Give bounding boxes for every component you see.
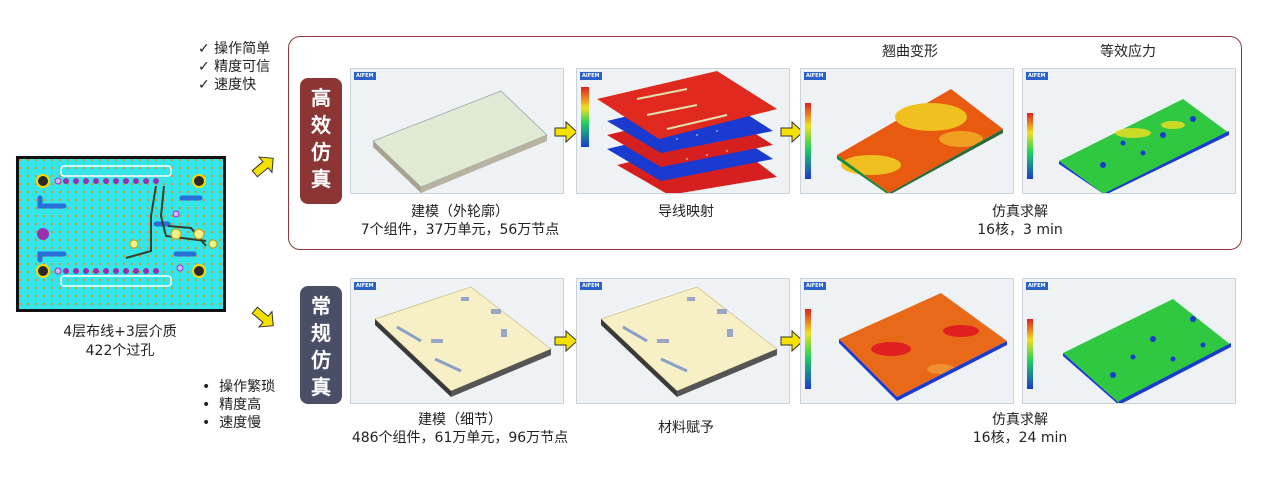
board-caption-line2: 422个过孔 bbox=[85, 343, 155, 359]
warp-title: 翘曲变形 bbox=[882, 44, 938, 60]
conv-result-caption-line2: 16核，24 min bbox=[972, 430, 1068, 446]
trace-mapping-view: AIFEM bbox=[576, 68, 790, 194]
bullet-item: ✓ 操作简单 bbox=[198, 41, 271, 57]
board-caption-line1: 4层布线+3层介质 bbox=[63, 324, 177, 340]
conventional-stress-view: AIFEM bbox=[1022, 278, 1236, 404]
conventional-badge: 常 规 仿 真 bbox=[300, 286, 342, 404]
pcb-board-image bbox=[16, 156, 226, 312]
arrow-step bbox=[554, 120, 578, 147]
eff-step1-caption-line1: 建模（外轮廓） bbox=[411, 204, 509, 220]
efficient-badge: 高 效 仿 真 bbox=[300, 78, 342, 204]
arrow-step bbox=[780, 120, 804, 147]
arrow-step bbox=[780, 329, 804, 356]
eff-step2-caption: 导线映射 bbox=[658, 204, 714, 220]
conv-step1-caption-line2: 486个组件，61万单元，96万节点 bbox=[351, 430, 569, 446]
arrow-step bbox=[554, 329, 578, 356]
conventional-bullets: • 操作繁琐 • 精度高 • 速度慢 bbox=[202, 378, 275, 432]
bullet-item: ✓ 速度快 bbox=[198, 77, 257, 93]
eff-result-caption-line1: 仿真求解 bbox=[992, 204, 1048, 220]
bullet-item: • 精度高 bbox=[202, 397, 262, 413]
conv-step1-caption-line1: 建模（细节） bbox=[418, 412, 502, 428]
bullet-item: • 操作繁琐 bbox=[202, 379, 276, 395]
bullet-item: • 速度慢 bbox=[202, 415, 262, 431]
conv-step2-caption: 材料赋予 bbox=[658, 420, 714, 436]
conventional-warp-view: AIFEM bbox=[800, 278, 1014, 404]
efficient-frame bbox=[288, 36, 1242, 250]
arrow-to-conventional bbox=[250, 304, 278, 332]
material-assign-view: AIFEM bbox=[576, 278, 790, 404]
arrow-to-efficient bbox=[250, 152, 278, 180]
stress-result-view: AIFEM bbox=[1022, 68, 1236, 194]
efficient-bullets: ✓ 操作简单 ✓ 精度可信 ✓ 速度快 bbox=[198, 40, 270, 94]
eff-result-caption-line2: 16核，3 min bbox=[977, 222, 1063, 238]
stress-title: 等效应力 bbox=[1100, 44, 1156, 60]
detail-model-view: AIFEM bbox=[350, 278, 564, 404]
conv-result-caption-line1: 仿真求解 bbox=[992, 412, 1048, 428]
bullet-item: ✓ 精度可信 bbox=[198, 59, 271, 75]
eff-step1-caption-line2: 7个组件，37万单元，56万节点 bbox=[360, 222, 560, 238]
warp-result-view: AIFEM bbox=[800, 68, 1014, 194]
outline-model-view: AIFEM bbox=[350, 68, 564, 194]
